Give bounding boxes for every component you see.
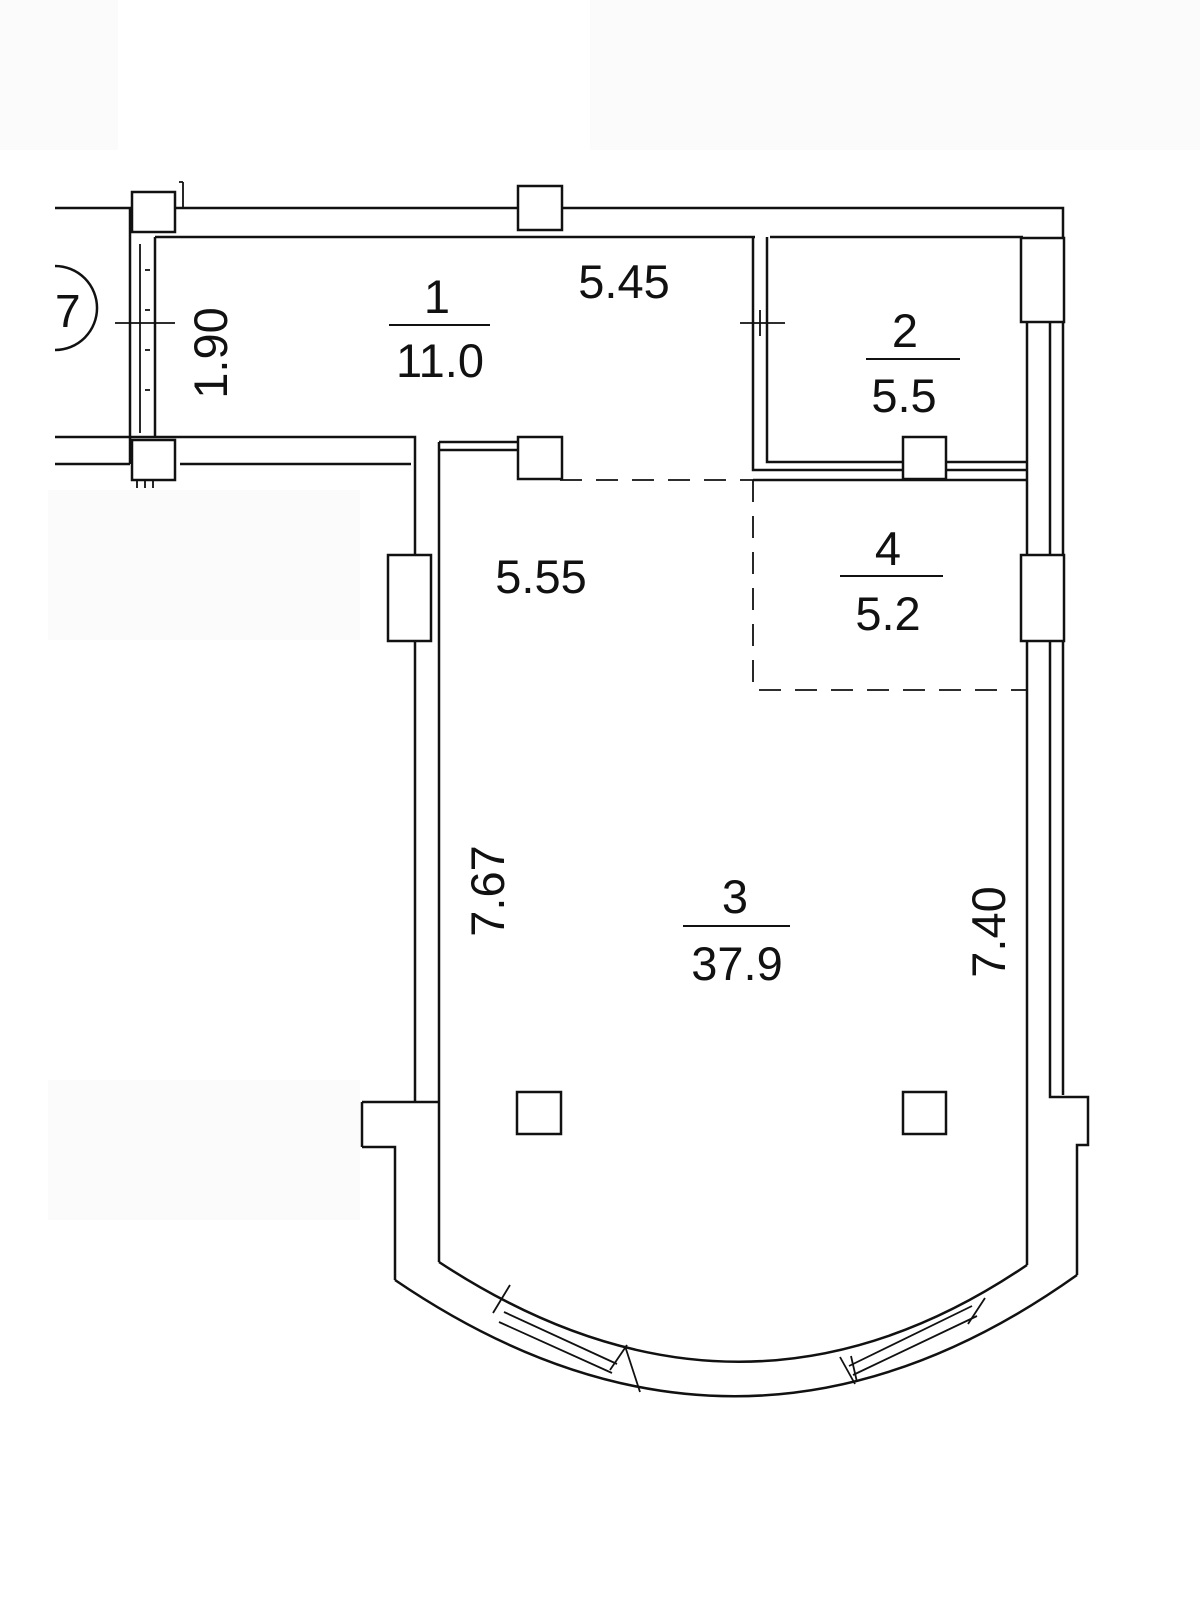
room-number: 1 [424, 270, 450, 323]
room3-right-length-dimension: 7.40 [962, 886, 1015, 977]
room-area: 5.2 [855, 587, 920, 640]
room4-zone-boundary [560, 479, 1027, 691]
room-number: 4 [875, 522, 901, 575]
column [386, 553, 433, 643]
room1-width-dimension: 1.90 [184, 307, 237, 398]
column [1019, 236, 1066, 324]
column [901, 1090, 948, 1136]
axis-marker-label: 7 [55, 285, 81, 337]
room-area: 11.0 [396, 334, 484, 387]
room-number: 2 [892, 304, 918, 357]
room3-left-length-dimension: 7.67 [461, 845, 514, 936]
room-number: 3 [722, 870, 748, 923]
room-2-label: 2 5.5 [866, 304, 960, 422]
room1-length-dimension: 5.45 [578, 255, 669, 308]
column [901, 435, 948, 481]
column [130, 438, 177, 482]
columns [130, 184, 1066, 1136]
column [515, 1090, 563, 1136]
room-area: 37.9 [691, 937, 782, 990]
column [130, 190, 177, 234]
background-panel [48, 1080, 360, 1220]
room-3-label: 3 37.9 [683, 870, 790, 990]
dimensions: 5.45 1.90 5.55 7.67 7.40 [184, 255, 1015, 978]
axis-marker: 7 [54, 264, 99, 352]
room-area: 5.5 [871, 369, 936, 422]
room-4-label: 4 5.2 [840, 522, 943, 640]
column [1019, 553, 1066, 643]
background-panel [0, 0, 118, 150]
background-panel [590, 0, 1200, 150]
walls [55, 181, 1090, 1398]
background-panel [48, 490, 360, 640]
column [516, 435, 564, 481]
room3-width-dimension: 5.55 [495, 550, 586, 603]
column [516, 184, 564, 232]
room-1-label: 1 11.0 [389, 270, 490, 387]
